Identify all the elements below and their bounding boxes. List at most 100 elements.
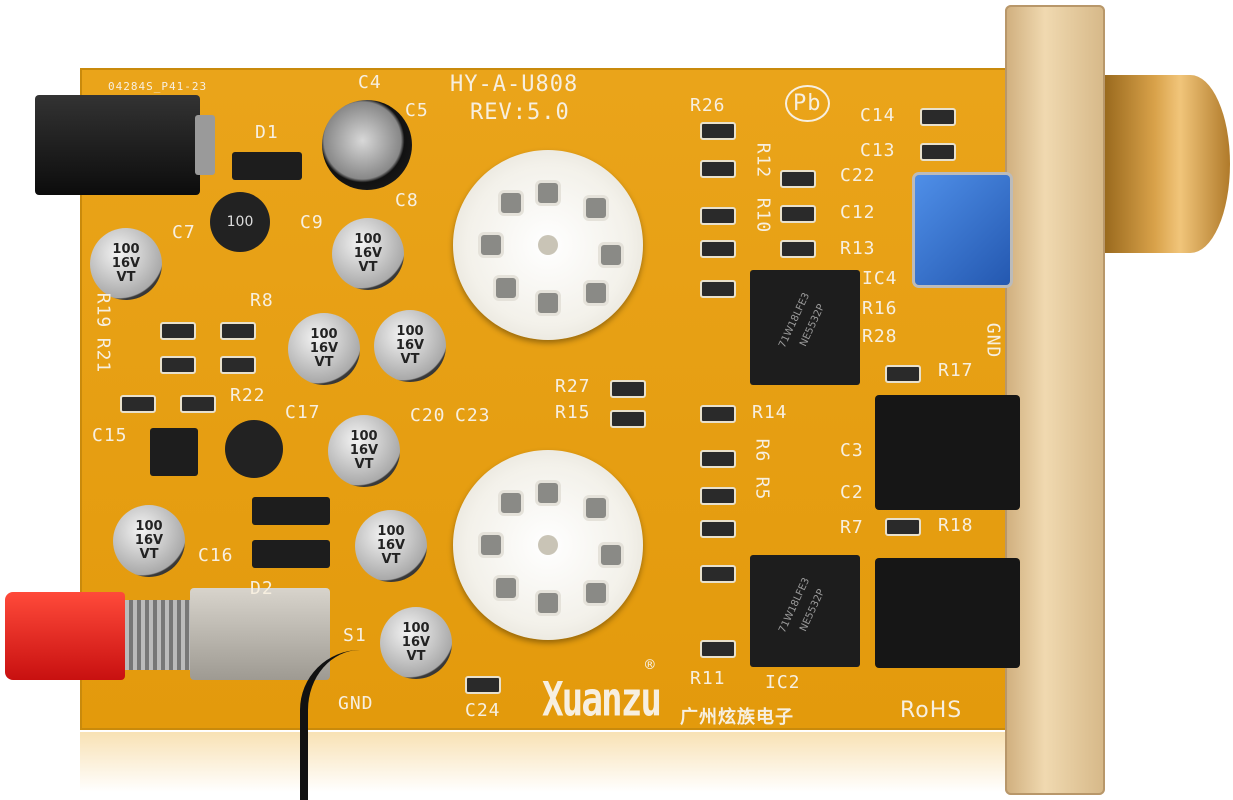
diode: [252, 540, 330, 568]
diode: [252, 497, 330, 525]
ref-c2: C2: [840, 482, 864, 503]
socket-pin: [493, 275, 519, 301]
part-number-label: 04284S_P41-23: [108, 80, 208, 93]
cap-value: 100: [112, 242, 140, 257]
capacitor-c4: [322, 100, 412, 190]
cap-series: VT: [139, 547, 159, 562]
smd-resistor: [920, 108, 956, 126]
ref-r5: R5: [751, 476, 773, 501]
ref-c22: C22: [840, 165, 876, 186]
ref-r16: R16: [862, 298, 898, 319]
socket-pin: [583, 195, 609, 221]
ref-r6: R6: [751, 438, 773, 463]
ref-d1: D1: [255, 122, 279, 143]
cap-value: 100: [396, 324, 424, 339]
ref-r14: R14: [752, 402, 788, 423]
smd-resistor: [610, 380, 646, 398]
socket-pin: [493, 575, 519, 601]
ref-r27: R27: [555, 376, 591, 397]
cap-series: VT: [381, 552, 401, 567]
cap-series: VT: [358, 260, 378, 275]
smd-resistor: [220, 356, 256, 374]
cap-voltage: 16V: [134, 533, 164, 548]
company-name: 广州炫族电子: [680, 707, 794, 728]
cap-series: VT: [400, 352, 420, 367]
cap-value: 100: [135, 519, 163, 534]
socket-pin: [535, 180, 561, 206]
power-button-cap[interactable]: [5, 592, 125, 680]
volume-potentiometer: [915, 175, 1010, 285]
cap-voltage: 16V: [309, 341, 339, 356]
tube-socket-bottom: [453, 450, 643, 640]
ref-r13: R13: [840, 238, 876, 259]
regulator-chip: [150, 428, 198, 476]
smd-resistor: [780, 240, 816, 258]
cap-voltage: 16V: [395, 338, 425, 353]
cap-voltage: 16V: [376, 538, 406, 553]
smd-resistor: [700, 450, 736, 468]
cap-value: 100: [310, 327, 338, 342]
ref-ic2: IC2: [765, 672, 801, 693]
smd-resistor: [885, 365, 921, 383]
ref-c5: C5: [405, 100, 429, 121]
cap-voltage: 16V: [111, 256, 141, 271]
ref-gnd: GND: [982, 322, 1004, 359]
ref-r18: R18: [938, 515, 974, 536]
smd-resistor: [780, 205, 816, 223]
lead-free-mark: Pb: [785, 85, 830, 122]
cap-voltage: 16V: [349, 443, 379, 458]
ref-r15: R15: [555, 402, 591, 423]
smd-resistor: [700, 122, 736, 140]
smd-resistor: [885, 518, 921, 536]
socket-pin: [478, 532, 504, 558]
cap-value: 100: [350, 429, 378, 444]
socket-pin: [535, 590, 561, 616]
ref-c4: C4: [358, 72, 382, 93]
ref-r26: R26: [690, 95, 726, 116]
ref-c24: C24: [465, 700, 501, 721]
ref-ic4: IC4: [862, 268, 898, 289]
smd-resistor: [220, 322, 256, 340]
front-panel-bracket: [1005, 5, 1105, 795]
cap-series: VT: [314, 355, 334, 370]
smd-resistor: [700, 160, 736, 178]
smd-resistor: [700, 280, 736, 298]
headphone-jack[interactable]: [875, 395, 1020, 510]
power-cable: [300, 650, 388, 800]
smd-resistor: [700, 487, 736, 505]
ref-gnd-bottom: GND: [338, 693, 374, 714]
smd-resistor: [700, 520, 736, 538]
smd-resistor: [120, 395, 156, 413]
ref-c23: C23: [455, 405, 491, 426]
socket-pin: [535, 480, 561, 506]
ref-c8: C8: [395, 190, 419, 211]
ref-r19: R19: [92, 292, 114, 329]
ref-r10: R10: [752, 197, 774, 234]
smd-resistor: [700, 565, 736, 583]
smd-resistor: [465, 676, 501, 694]
smd-resistor: [780, 170, 816, 188]
cap-series: VT: [116, 270, 136, 285]
power-switch-spring: [125, 600, 195, 670]
brand-logo: Xuanzu: [542, 673, 662, 728]
ref-s1: S1: [343, 625, 367, 646]
ref-r12: R12: [752, 142, 774, 179]
cap-value: 100: [402, 621, 430, 636]
socket-pin: [583, 580, 609, 606]
diode-d1: [232, 152, 302, 180]
socket-pin: [478, 232, 504, 258]
socket-center-hole: [538, 535, 558, 555]
inductor: 100: [210, 192, 270, 252]
volume-knob[interactable]: [1105, 75, 1230, 253]
model-label: HY-A-U808: [450, 72, 579, 97]
board-reflection: [80, 732, 1010, 792]
cap-series: VT: [406, 649, 426, 664]
socket-pin: [535, 290, 561, 316]
headphone-jack[interactable]: [875, 558, 1020, 668]
ref-c7: C7: [172, 222, 196, 243]
socket-pin: [583, 495, 609, 521]
